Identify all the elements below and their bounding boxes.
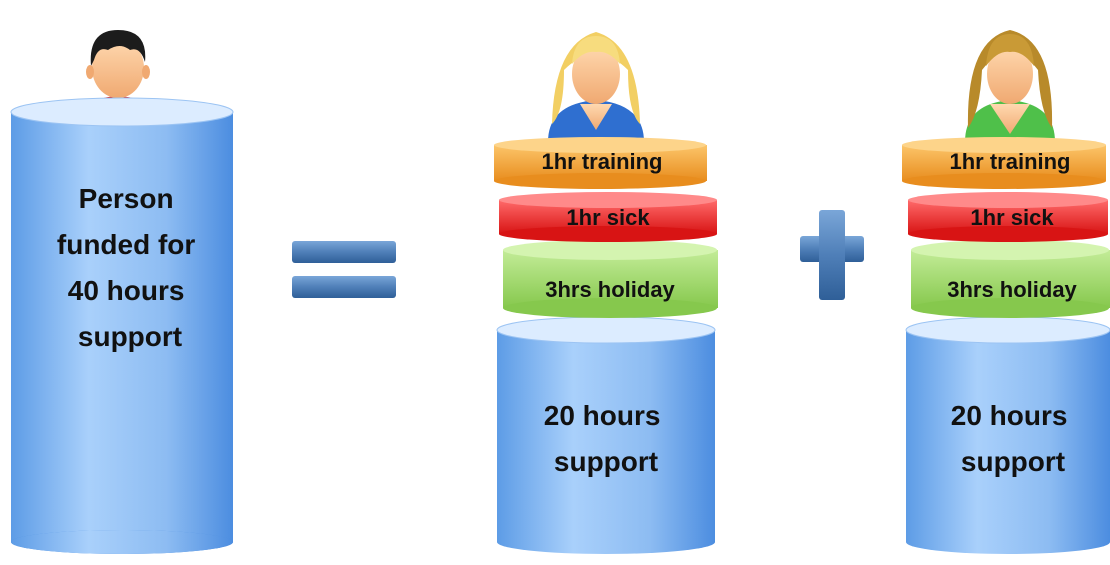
worker-1-training-label: 1hr training bbox=[541, 149, 662, 174]
worker-2-holiday-label: 3hrs holiday bbox=[947, 277, 1077, 302]
worker-2-sick-disc bbox=[908, 192, 1108, 242]
worker-2-training-disc bbox=[902, 137, 1106, 189]
support-label-line: 20 hours bbox=[951, 400, 1068, 431]
worker-1-training-disc bbox=[494, 137, 707, 189]
plus-sign-icon bbox=[800, 210, 864, 300]
worker-1-sick-disc bbox=[499, 192, 717, 242]
person-group: Person funded for 40 hours support bbox=[10, 30, 234, 554]
worker-2-support-label: 20 hours support bbox=[951, 400, 1075, 477]
worker-2-training-label: 1hr training bbox=[949, 149, 1070, 174]
worker-2-holiday-disc bbox=[911, 240, 1110, 318]
support-label-line: support bbox=[961, 446, 1065, 477]
person-funded-label: Person funded for 40 hours support bbox=[57, 183, 203, 352]
worker-1-holiday-disc bbox=[503, 240, 718, 318]
person-label-line: funded for bbox=[57, 229, 196, 260]
worker-1-group: 20 hours support 3hrs holiday 1hr sick 1… bbox=[494, 32, 718, 554]
support-label-line: support bbox=[554, 446, 658, 477]
worker-2-support-cylinder bbox=[905, 316, 1110, 554]
person-label-line: Person bbox=[79, 183, 174, 214]
blonde-woman-avatar-icon bbox=[548, 32, 644, 142]
person-label-line: 40 hours bbox=[68, 275, 185, 306]
worker-1-support-cylinder bbox=[496, 316, 716, 554]
worker-2-group: 20 hours support 3hrs holiday 1hr sick 1… bbox=[902, 30, 1110, 554]
worker-1-support-label: 20 hours support bbox=[544, 400, 668, 477]
brunette-woman-avatar-icon bbox=[965, 30, 1055, 142]
support-label-line: 20 hours bbox=[544, 400, 661, 431]
person-funded-cylinder bbox=[10, 97, 234, 554]
equals-sign-icon bbox=[292, 241, 396, 298]
worker-1-sick-label: 1hr sick bbox=[566, 205, 650, 230]
worker-1-holiday-label: 3hrs holiday bbox=[545, 277, 675, 302]
worker-2-sick-label: 1hr sick bbox=[970, 205, 1054, 230]
person-label-line: support bbox=[78, 321, 182, 352]
